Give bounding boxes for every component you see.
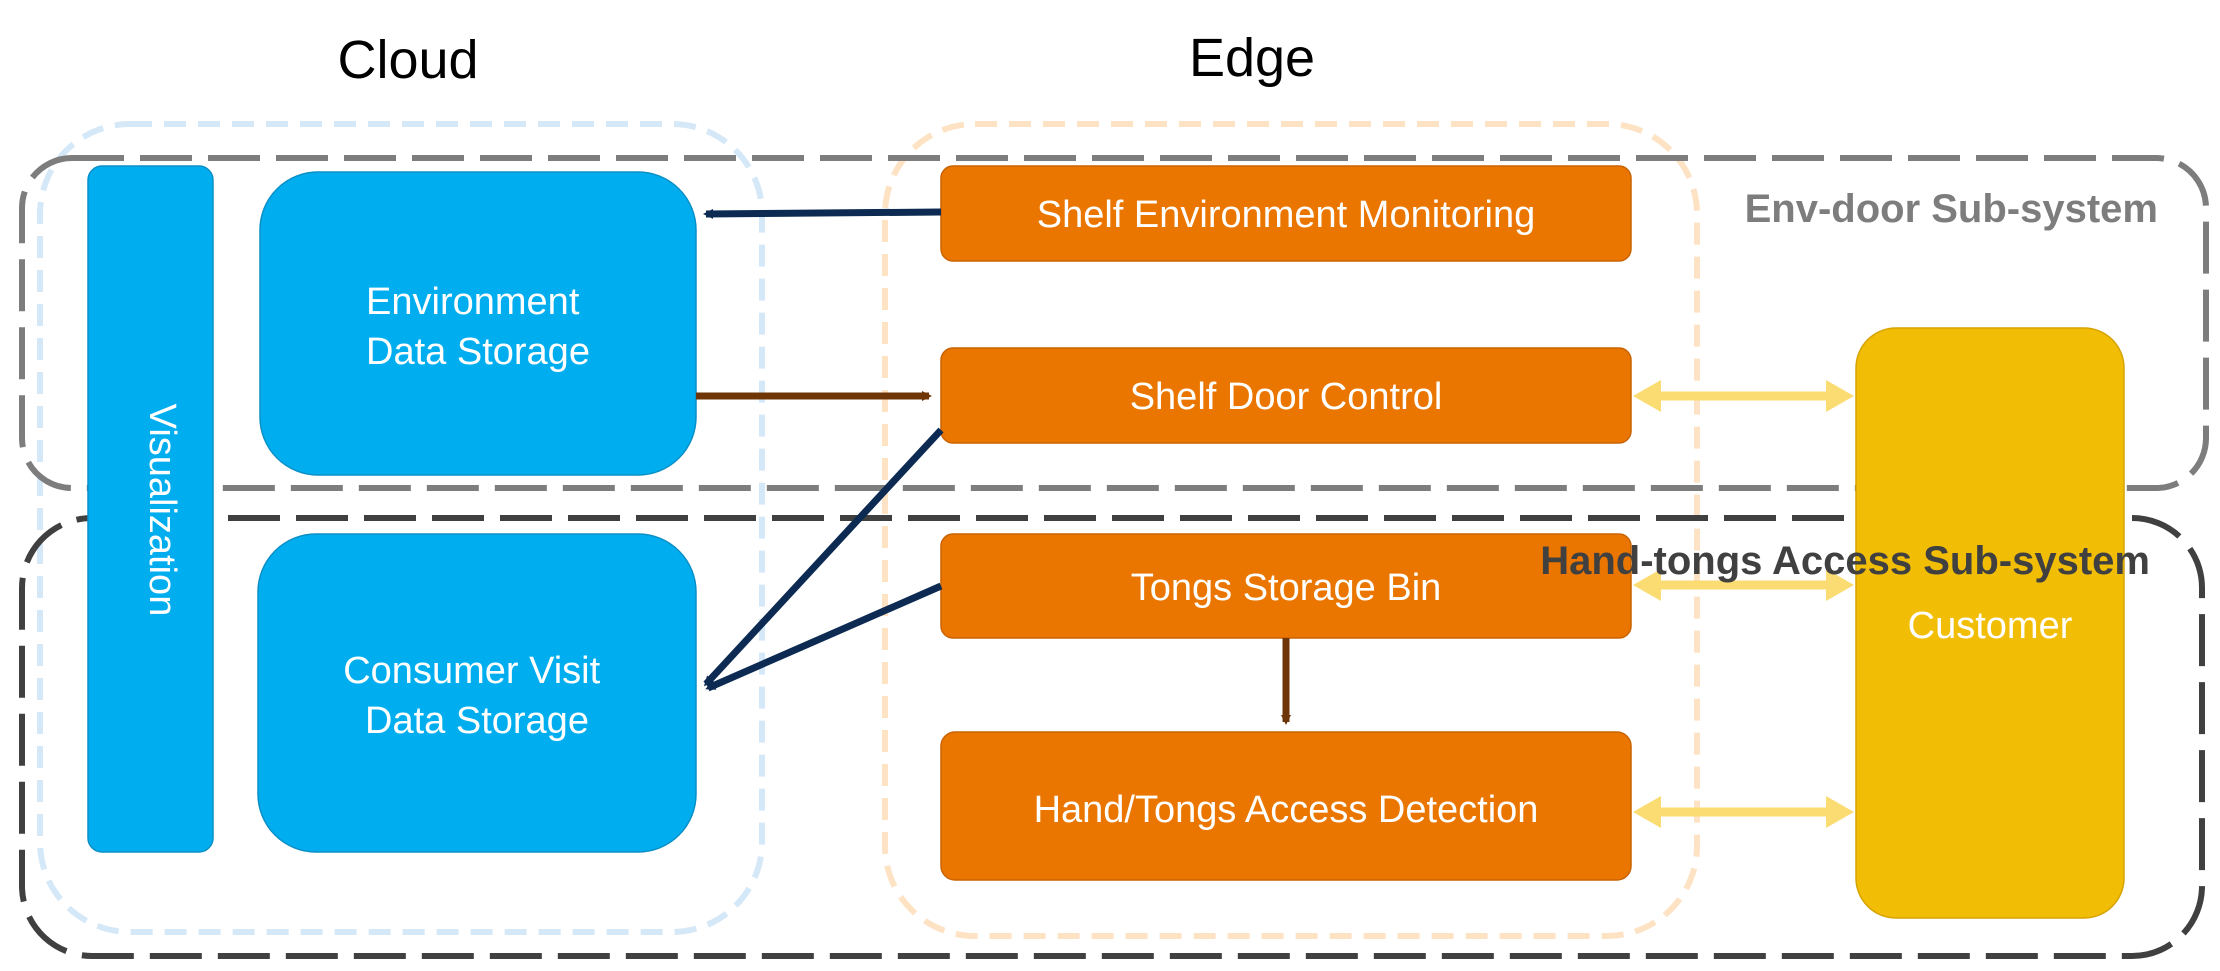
consumer-visit-data-storage-line1: Consumer Visit: [343, 650, 600, 692]
env-door-subsystem-frame: [19, 155, 2209, 491]
arrow-tongs-bin-customer: [1633, 569, 1854, 601]
env-door-subsystem-label: Env-door Sub-system: [1745, 187, 2158, 231]
hand-tongs-subsystem-frame: [19, 515, 2205, 959]
hand-tongs-access-detection-box: [940, 731, 1632, 881]
environment-data-storage-line1: Environment: [366, 281, 580, 323]
visualization-label: Visualization: [141, 404, 183, 617]
shelf-environment-monitoring-label: Shelf Environment Monitoring: [1037, 194, 1535, 236]
visualization-box: [87, 165, 214, 853]
environment-data-storage-box: [259, 171, 697, 476]
environment-data-storage-label: Environment Data Storage: [366, 281, 590, 373]
shelf-door-control-box: [940, 347, 1632, 444]
hand-tongs-subsystem-label: Hand-tongs Access Sub-system: [1540, 539, 2150, 583]
arrow-access-detection-customer: [1633, 796, 1854, 828]
consumer-visit-data-storage-box: [257, 533, 697, 853]
tongs-storage-bin-label: Tongs Storage Bin: [1131, 567, 1442, 609]
cloud-group-region: [37, 121, 765, 935]
consumer-visit-data-storage-line2: Data Storage: [365, 700, 589, 742]
arrow-tongs-bin-to-consumer-storage: [705, 582, 943, 692]
edge-group-region: [882, 121, 1700, 939]
shelf-door-control-label: Shelf Door Control: [1130, 376, 1443, 418]
hand-tongs-access-detection-label: Hand/Tongs Access Detection: [1034, 789, 1539, 831]
consumer-visit-data-storage-label: Consumer Visit Data Storage: [343, 650, 611, 742]
cloud-header: Cloud: [337, 30, 478, 90]
customer-box: [1855, 327, 2125, 919]
arrow-door-control-customer: [1633, 380, 1854, 412]
arrow-door-control-to-consumer-storage: [703, 427, 944, 687]
edge-header: Edge: [1189, 28, 1315, 88]
environment-data-storage-line2: Data Storage: [366, 331, 590, 373]
arrow-env-monitoring-to-env-storage: [703, 208, 942, 219]
customer-label: Customer: [1908, 605, 2073, 647]
